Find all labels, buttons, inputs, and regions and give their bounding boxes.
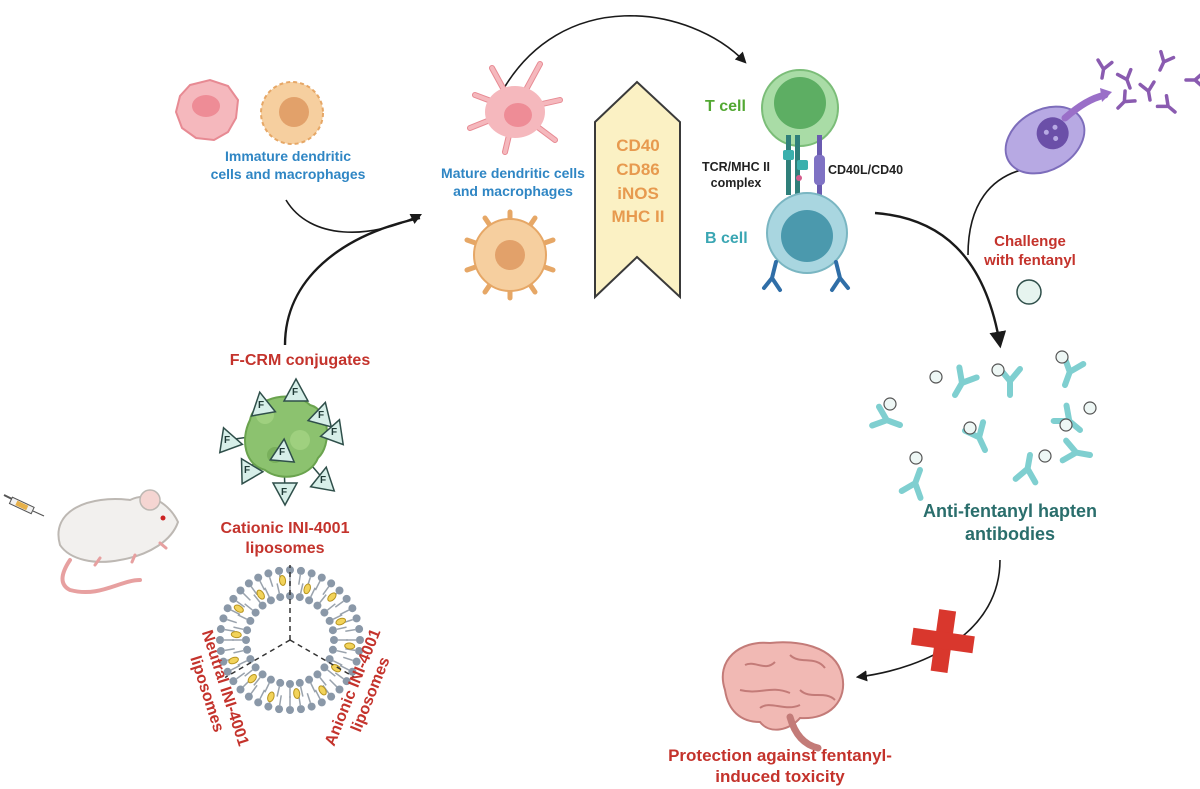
marker-cd40: CD40 xyxy=(616,136,660,155)
syringe-icon xyxy=(3,494,45,517)
marker-chevron xyxy=(594,80,681,300)
cd40l-label: CD40L/CD40 xyxy=(828,163,904,177)
crm-conjugate-icon xyxy=(211,378,352,506)
immature-macrophage-icon xyxy=(260,81,324,145)
hapten-label: F xyxy=(244,465,251,476)
hapten-label: F xyxy=(258,400,265,411)
marker-cd86: CD86 xyxy=(616,159,660,179)
t-cell-label: T cell xyxy=(705,98,746,115)
plasma-cell-icon xyxy=(1004,88,1112,175)
hapten-label: F xyxy=(331,427,338,438)
brain-icon xyxy=(721,641,845,752)
secreted-antibodies-icon xyxy=(1093,49,1200,120)
red-cross-icon xyxy=(911,609,975,673)
b-cell-icon xyxy=(762,192,850,292)
arrow-bcell-to-antibodies xyxy=(874,211,1007,349)
hapten-label: F xyxy=(224,435,231,446)
arrow-top xyxy=(499,14,747,96)
immature-dendritic-cell-icon xyxy=(174,78,240,142)
b-cell-label: B cell xyxy=(705,230,748,247)
arrow-conjugates-to-mature xyxy=(283,216,421,346)
hapten-label: F xyxy=(320,475,327,486)
mature-macrophage-icon xyxy=(464,209,556,301)
marker-inos: iNOS xyxy=(617,183,659,203)
liposome-icon xyxy=(216,565,364,714)
mouse-icon xyxy=(57,489,180,594)
fentanyl-molecule-icon xyxy=(1016,279,1042,305)
fcrm-label: F-CRM conjugates xyxy=(229,352,371,369)
t-cell-icon xyxy=(761,69,839,147)
marker-list: CD40 CD86 iNOS MHC II xyxy=(596,134,680,229)
antibody-cluster xyxy=(872,350,1097,498)
protection-label: Protection against fentanyl-induced toxi… xyxy=(668,746,892,787)
mature-dendritic-cell-icon xyxy=(467,61,563,155)
arrow-antibodies-to-brain xyxy=(855,559,1001,682)
hapten-label: F xyxy=(281,487,288,498)
hapten-label: F xyxy=(318,410,325,421)
arrow-plasma-to-challenge xyxy=(967,167,1031,256)
hapten-label: F xyxy=(279,447,286,458)
receptor-complex-icon xyxy=(783,135,825,195)
arrow-immature-to-mature xyxy=(285,199,423,233)
marker-mhc2: MHC II xyxy=(611,207,665,227)
hapten-label: F xyxy=(292,387,299,398)
